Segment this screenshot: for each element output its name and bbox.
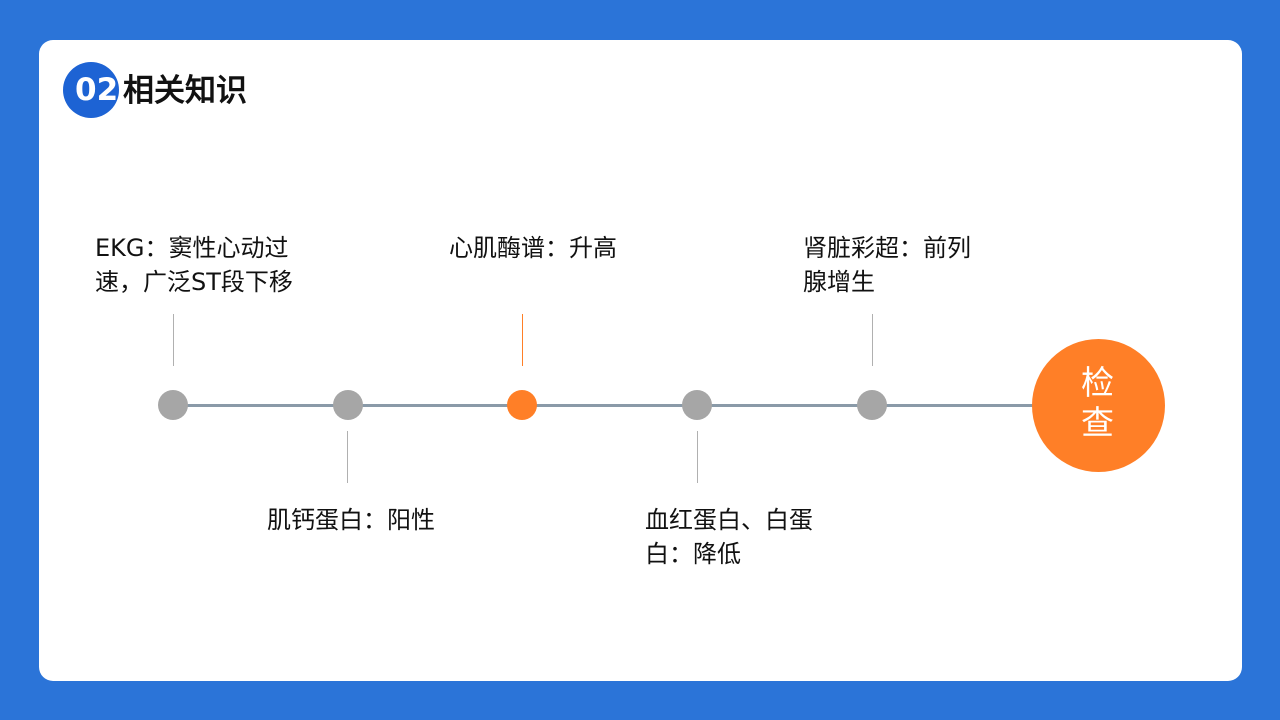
examination-end-node: 检 查 <box>1032 339 1165 472</box>
timeline-connector-active <box>522 314 523 366</box>
timeline-dot <box>857 390 887 420</box>
timeline-connector <box>697 431 698 483</box>
timeline-connector <box>872 314 873 366</box>
timeline-dot <box>333 390 363 420</box>
timeline-dot-active <box>507 390 537 420</box>
page-title: 相关知识 <box>123 73 247 109</box>
timeline-axis <box>174 404 1044 407</box>
timeline-connector <box>347 431 348 483</box>
section-number: 02. <box>75 72 130 108</box>
timeline-dot <box>158 390 188 420</box>
timeline-dot <box>682 390 712 420</box>
content-card <box>39 40 1242 681</box>
timeline-label-ekg: EKG：窦性心动过速，广泛ST段下移 <box>95 234 293 296</box>
timeline-label-hemoglobin: 血红蛋白、白蛋白：降低 <box>645 506 813 568</box>
examination-label-line1: 检 <box>1081 363 1116 402</box>
timeline-connector <box>173 314 174 366</box>
section-number-badge <box>63 62 119 118</box>
timeline-label-troponin: 肌钙蛋白：阳性 <box>267 506 435 534</box>
timeline-label-renal-ultrasound: 肾脏彩超：前列腺增生 <box>803 234 971 296</box>
timeline-label-myocardial-enzymes: 心肌酶谱：升高 <box>449 234 617 262</box>
examination-label: 检 查 <box>1032 363 1165 443</box>
examination-label-line2: 查 <box>1081 403 1116 442</box>
